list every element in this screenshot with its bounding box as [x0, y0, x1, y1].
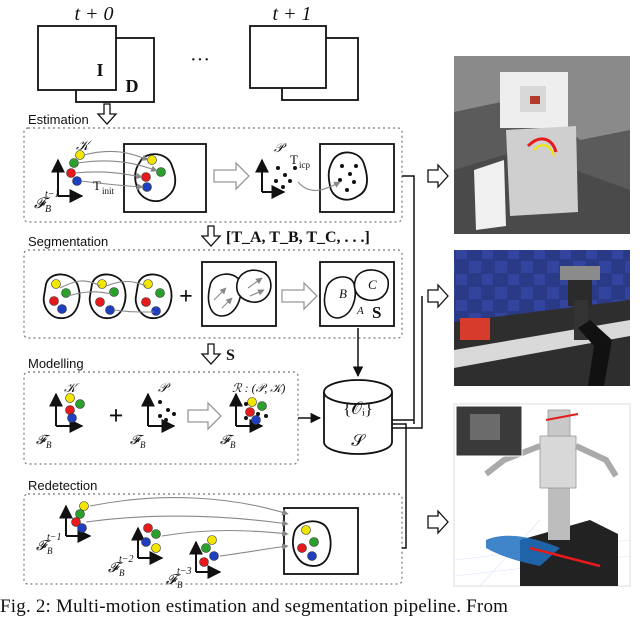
- frame-sup-t1: t−1: [45, 189, 60, 200]
- segment-label-A: A: [356, 305, 364, 317]
- icp-match: [297, 181, 341, 191]
- intensity-image-frame: [37, 25, 117, 91]
- time-label-t0: t + 0: [74, 3, 113, 25]
- redetect-sup-t3: t−3: [177, 566, 192, 577]
- figure-caption: Fig. 2: Multi-motion estimation and segm…: [0, 596, 509, 617]
- next-intensity-frame: [249, 25, 327, 89]
- plus-icon: +: [179, 284, 193, 310]
- redetect-FB-1-sub: B: [47, 546, 53, 556]
- database-cylinder-icon: [323, 379, 393, 455]
- segment-C-blob: [353, 269, 390, 302]
- modelling-panel: [23, 371, 299, 465]
- photo-robot-view-3: [453, 403, 631, 587]
- time-label-t1: t + 1: [272, 3, 311, 25]
- stage-label-segmentation: Segmentation: [28, 234, 108, 249]
- modelling-FB-1-sub: B: [46, 440, 52, 450]
- estimation-frame-axes: [51, 158, 84, 203]
- photo-robot-view-2: [454, 250, 630, 386]
- blob-keypoint-red: [141, 172, 151, 182]
- modelling-model-axes: [229, 392, 264, 433]
- stage-label-redetection: Redetection: [28, 478, 97, 493]
- estimation-panel: [23, 127, 403, 223]
- segmentation-panel: [23, 249, 403, 339]
- keypoint-green: [69, 158, 79, 168]
- keypoints: [66, 150, 85, 186]
- redetection-frame-2: [131, 523, 164, 565]
- redetection-panel: [23, 493, 403, 585]
- blob-keypoint-yellow: [147, 155, 157, 165]
- T-init-sub: init: [102, 186, 115, 196]
- hollow-right-arrow-icon: [427, 283, 449, 309]
- hollow-down-arrow-icon: [200, 343, 222, 365]
- stage-label-modelling: Modelling: [28, 356, 84, 371]
- segmentation-links: [59, 280, 155, 313]
- segment-B-blob: [323, 276, 356, 319]
- frame-t0: t + 0 I D: [37, 3, 155, 103]
- redetect-FB-2-sub: B: [119, 568, 125, 578]
- model-R: ℛ : (𝒫, 𝒦): [232, 381, 285, 395]
- T-init: T: [93, 178, 101, 193]
- keypoint-red: [66, 168, 76, 178]
- blob-keypoint-green: [156, 167, 166, 177]
- frame-t1: t + 1: [249, 3, 359, 101]
- image-label-D: D: [126, 76, 139, 96]
- modelling-points-axes: [141, 392, 176, 433]
- stage-label-estimation: Estimation: [28, 112, 89, 127]
- hollow-right-arrow-icon: [187, 401, 222, 431]
- hollow-right-arrow-icon: [427, 509, 449, 535]
- hollow-down-arrow-icon: [200, 225, 222, 247]
- motion-blob-left: [207, 273, 242, 317]
- modelling-keypoints-axes: [49, 392, 84, 433]
- redetection-frame-3: [189, 535, 222, 579]
- redetect-sup-t1: t−1: [47, 532, 62, 543]
- motion-blob-right: [236, 269, 272, 303]
- redetection-frame-1: [59, 501, 92, 543]
- blob-keypoint-blue: [142, 182, 152, 192]
- segmentation-blob-1: [42, 273, 81, 319]
- T-icp-sub: icp: [299, 160, 310, 170]
- keypoint-matches: [74, 150, 158, 190]
- frames-ellipsis: ···: [190, 49, 210, 71]
- hollow-right-arrow-icon: [427, 163, 449, 189]
- pipeline-figure: t + 0 I D ··· t + 1 Estimation 𝓕 B t−1 𝒦: [23, 3, 631, 590]
- segment-label-C: C: [368, 277, 377, 292]
- photo-robot-view-1: [454, 56, 630, 234]
- hollow-right-arrow-icon: [281, 281, 318, 311]
- modelling-kappa: 𝒦: [64, 380, 80, 395]
- store-S: 𝒮: [351, 431, 366, 450]
- segmentation-S: S: [372, 303, 381, 322]
- pointcloud-frame-axes: [255, 158, 286, 199]
- modelling-P: 𝒫: [158, 380, 171, 395]
- segmentation-blob-2: [88, 273, 127, 319]
- keypoint-blue: [72, 176, 82, 186]
- object-set: {𝒪ᵢ}: [343, 399, 373, 418]
- image-label-I: I: [96, 60, 103, 80]
- redetect-FB-3-sub: B: [177, 580, 183, 590]
- hollow-right-arrow-icon: [213, 161, 250, 191]
- hollow-down-arrow-icon: [96, 103, 118, 125]
- modelling-input-S: S: [226, 347, 235, 364]
- T-icp: T: [290, 152, 298, 167]
- redetect-sup-t2: t−2: [119, 554, 134, 565]
- transforms-list: [T_A, T_B, T_C, . . .]: [226, 229, 370, 246]
- output-connectors: [392, 175, 423, 549]
- segment-label-B: B: [339, 286, 347, 301]
- keypoint-yellow: [75, 150, 85, 160]
- icp-object-blob: [327, 151, 368, 201]
- modelling-FB-3-sub: B: [230, 440, 236, 450]
- frame-FB-sub: B: [45, 204, 51, 215]
- modelling-plus-icon: +: [109, 401, 124, 430]
- pointcloud-points: [274, 166, 297, 189]
- pointcloud-P: 𝒫: [274, 140, 287, 155]
- modelling-FB-2-sub: B: [140, 440, 146, 450]
- redetection-matches: [85, 497, 289, 557]
- icp-points: [338, 164, 358, 192]
